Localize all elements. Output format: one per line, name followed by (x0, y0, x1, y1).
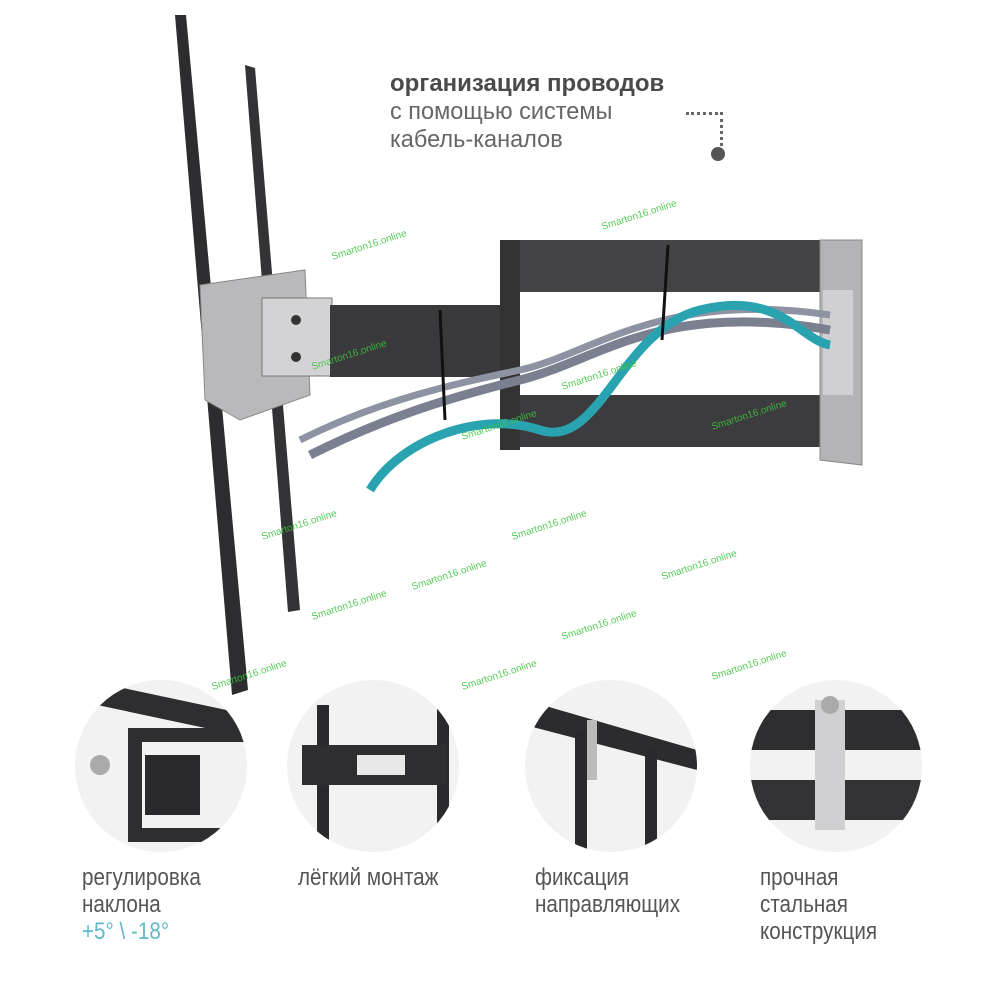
grey-cable (307, 317, 831, 460)
callout-dot (711, 147, 725, 161)
callout-leader-line (686, 112, 723, 153)
callout-line: кабель-каналов (390, 126, 563, 153)
feature-line: направляющих (535, 891, 681, 918)
feature-line: стальная (760, 891, 848, 918)
tilt-range: +5° \ -18° (82, 918, 170, 945)
tv-wall-mount-illustration (175, 15, 863, 695)
feature-line: фиксация (535, 864, 630, 891)
feature-label-lock: фиксация направляющих (535, 864, 680, 918)
rail-lock-closeup (525, 680, 697, 852)
feature-label-tilt: регулировка наклона +5° \ -18° (82, 864, 201, 945)
feature-line: прочная (760, 864, 839, 891)
feature-label-install: лёгкий монтаж (298, 864, 438, 891)
wall-plate-closeup (287, 680, 459, 852)
teal-cable (366, 300, 832, 493)
feature-line: регулировка (82, 864, 201, 891)
tilt-block (261, 297, 333, 377)
tilt-joint-closeup (75, 680, 247, 852)
feature-line: лёгкий монтаж (298, 864, 439, 891)
feature-label-steel: прочная стальная конструкция (760, 864, 877, 945)
steel-arm-closeup (750, 680, 922, 852)
callout-line: с помощью системы (390, 98, 613, 125)
arm-short (330, 305, 510, 377)
feature-line: конструкция (760, 918, 878, 945)
arm-lower (500, 395, 830, 447)
feature-line: наклона (82, 891, 161, 918)
cable-management-callout: организация проводов с помощью системы к… (390, 70, 664, 154)
callout-title: организация проводов (390, 70, 665, 97)
